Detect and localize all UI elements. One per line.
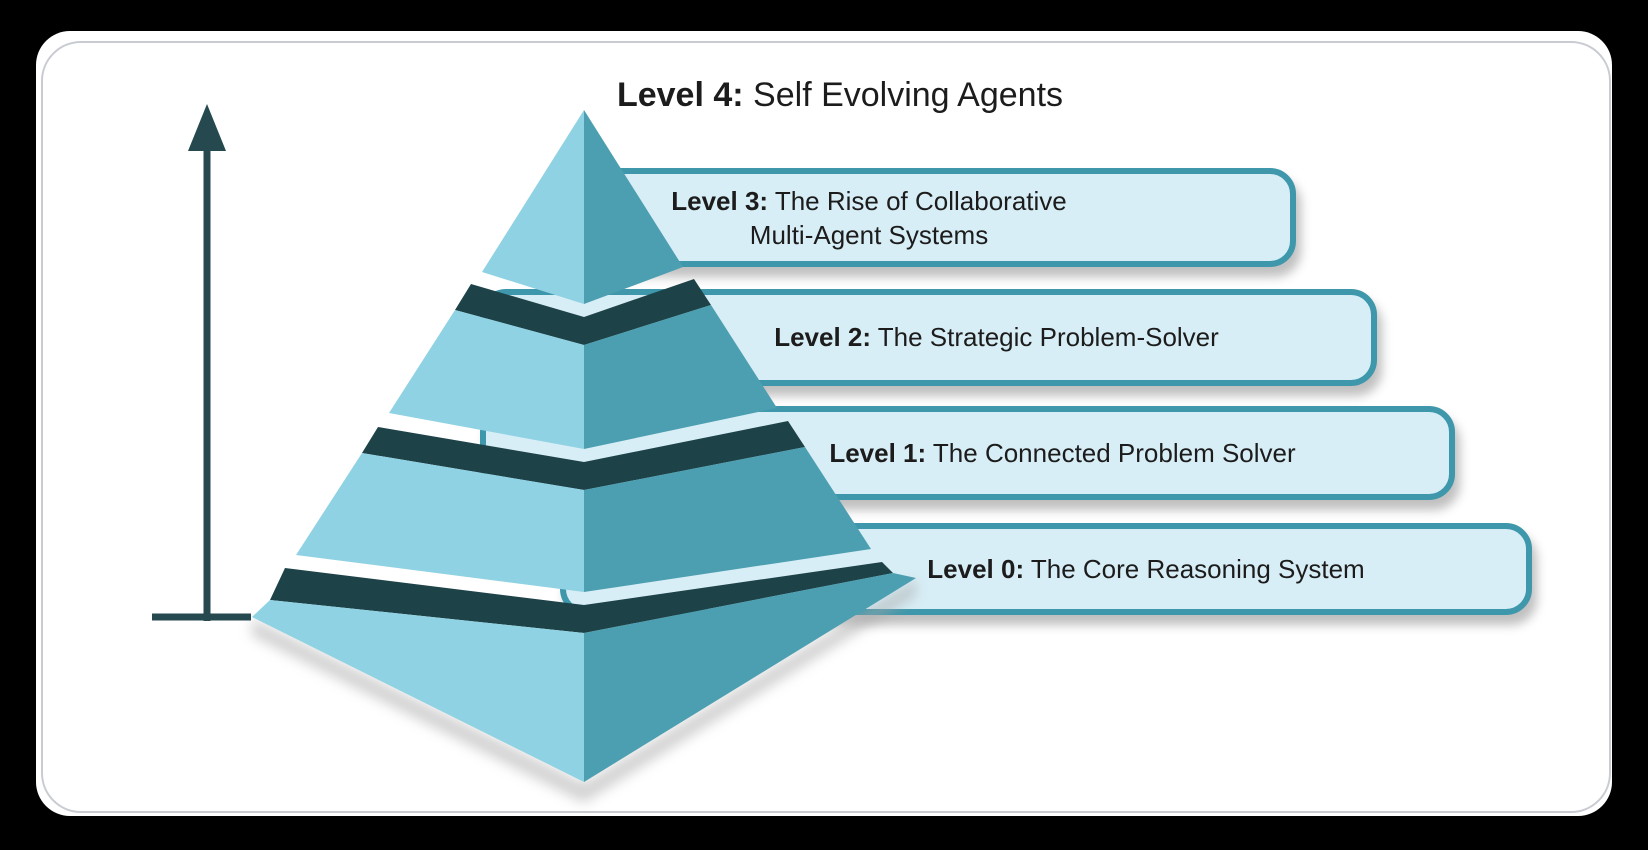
diagram-title-prefix: Level 4: bbox=[616, 76, 744, 114]
diagram-title-text: Self Evolving Agents bbox=[753, 76, 1064, 114]
level-3-text-line2: Multi-Agent Systems bbox=[749, 219, 989, 250]
level-2-label-box: Level 2: The Strategic Problem-Solver bbox=[480, 289, 1377, 386]
diagram-title: Level 4: Self Evolving Agents bbox=[440, 68, 1240, 122]
level-1-prefix: Level 1: bbox=[829, 437, 927, 468]
level-3-text: The Rise of Collaborative bbox=[774, 185, 1067, 216]
level-1-text-line: Level 1: The Connected Problem Solver bbox=[829, 438, 1295, 469]
level-2-prefix: Level 2: bbox=[774, 322, 872, 352]
level-3-text-line1: Level 3: The Rise of Collaborative bbox=[671, 184, 1067, 218]
level-1-label-box: Level 1: The Connected Problem Solver bbox=[480, 406, 1455, 500]
level-3-label-box: Level 3: The Rise of Collaborative Multi… bbox=[552, 168, 1296, 267]
level-1-text: The Connected Problem Solver bbox=[932, 437, 1296, 468]
level-0-prefix: Level 0: bbox=[927, 553, 1025, 584]
level-2-text: The Strategic Problem-Solver bbox=[877, 322, 1219, 352]
diagram-card-border bbox=[41, 41, 1611, 813]
level-3-prefix: Level 3: bbox=[671, 185, 769, 216]
level-2-text-line: Level 2: The Strategic Problem-Solver bbox=[774, 322, 1219, 353]
level-0-text: The Core Reasoning System bbox=[1030, 553, 1365, 584]
level-0-label-box: Level 0: The Core Reasoning System bbox=[560, 523, 1532, 615]
level-0-text-line: Level 0: The Core Reasoning System bbox=[927, 554, 1364, 585]
